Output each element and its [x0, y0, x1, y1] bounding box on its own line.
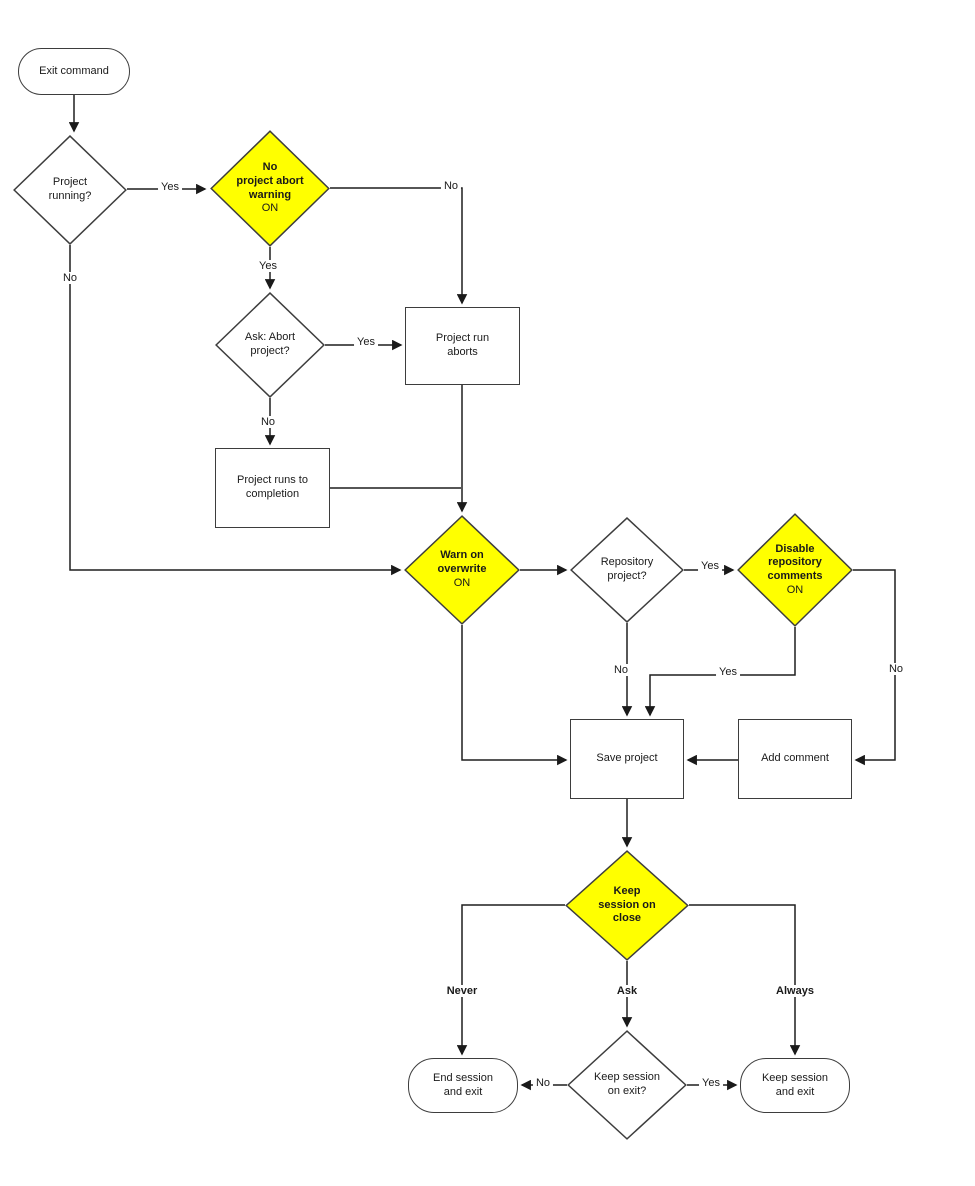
edge-label-disable-comments-yes: Yes	[716, 666, 740, 678]
node-exit-command-label: Exit command	[39, 64, 109, 77]
edge-label-session-ask: Ask	[613, 985, 641, 997]
edge-label-repository-yes: Yes	[698, 560, 722, 572]
node-ask-abort-project-label: Ask: Abort project?	[244, 331, 296, 357]
edge-label-session-always: Always	[773, 985, 817, 997]
diamond-polygon	[568, 1031, 686, 1139]
edge-session-never	[456, 904, 565, 1056]
node-add-comment-label: Add comment	[761, 752, 829, 765]
diamond-shape	[13, 135, 127, 245]
node-project-running: Project running?	[13, 135, 127, 245]
diamond-shape	[215, 292, 325, 398]
node-project-runs-completion: Project runs to completion	[215, 448, 330, 528]
edge-label-project-running-no: No	[59, 272, 81, 284]
edge-warn-to-save	[461, 625, 568, 766]
node-project-running-label: Project running?	[48, 176, 92, 202]
node-repository-project: Repository project?	[570, 517, 684, 623]
edge-label-session-never: Never	[443, 985, 481, 997]
edge-project-running-no	[69, 245, 402, 576]
diamond-polygon	[566, 851, 688, 960]
node-end-session-and-exit-label: End session and exit	[433, 1071, 493, 1098]
edge-label-abort-warning-yes: Yes	[256, 260, 280, 272]
diamond-shape-highlight	[210, 130, 330, 247]
diamond-polygon	[738, 514, 852, 626]
edge-label-abort-warning-no: No	[440, 180, 462, 192]
node-save-project: Save project	[570, 719, 684, 799]
node-add-comment: Add comment	[738, 719, 852, 799]
edge-label-ask-abort-yes: Yes	[354, 336, 378, 348]
diamond-polygon	[571, 518, 683, 622]
node-save-project-label: Save project	[596, 752, 658, 765]
edge-label-ask-abort-no: No	[257, 416, 279, 428]
diamond-polygon	[405, 516, 519, 624]
node-end-session-and-exit: End session and exit	[408, 1058, 518, 1113]
diamond-shape	[567, 1030, 687, 1140]
edge-label-keep-exit-yes: Yes	[699, 1077, 723, 1089]
node-ask-abort-project: Ask: Abort project?	[215, 292, 325, 398]
node-keep-session-on-exit-label: Keep session on exit?	[593, 1071, 661, 1097]
diamond-shape-highlight	[565, 850, 689, 961]
node-repository-project-label: Repository project?	[600, 556, 654, 582]
node-project-run-aborts-label: Project run aborts	[435, 332, 490, 358]
edge-label-repository-no: No	[610, 664, 632, 676]
edge-label-disable-comments-no: No	[885, 663, 907, 675]
node-keep-session-on-close-label: Keep session on close	[598, 884, 656, 925]
node-project-runs-completion-label: Project runs to completion	[237, 474, 308, 500]
diamond-shape-highlight	[404, 515, 520, 625]
diamond-polygon	[216, 293, 324, 397]
node-keep-session-on-close: Keep session on close	[565, 850, 689, 961]
diamond-polygon	[211, 131, 329, 246]
node-keep-session-on-exit: Keep session on exit?	[567, 1030, 687, 1140]
diamond-shape-highlight	[737, 513, 853, 627]
diamond-polygon	[14, 136, 126, 244]
node-project-run-aborts: Project run aborts	[405, 307, 520, 385]
diamond-shape	[570, 517, 684, 623]
node-keep-session-and-exit: Keep session and exit	[740, 1058, 850, 1113]
node-exit-command: Exit command	[18, 48, 130, 95]
edge-abort-warning-no	[330, 187, 468, 305]
edge-label-keep-exit-no: No	[532, 1077, 554, 1089]
edge-label-project-running-yes: Yes	[158, 181, 182, 193]
edge-session-always	[689, 904, 801, 1056]
node-keep-session-and-exit-label: Keep session and exit	[761, 1071, 829, 1098]
